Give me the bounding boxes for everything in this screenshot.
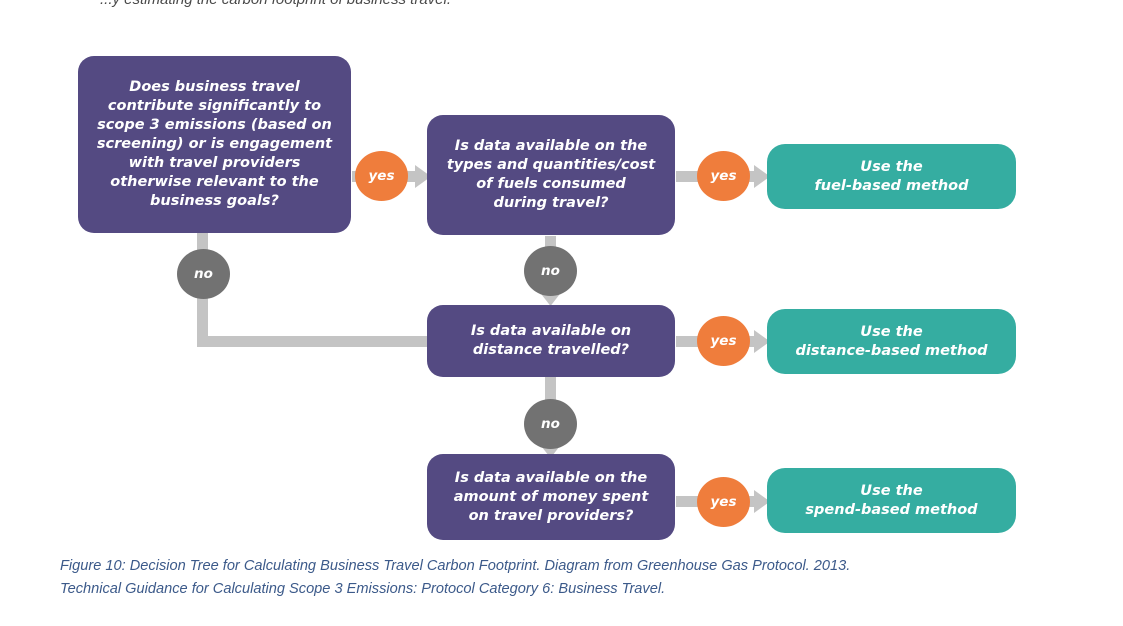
no-badge-q3-label: no [541, 416, 560, 432]
question-significance: Does business travel contribute signific… [78, 56, 351, 233]
method-distance-based: Use the distance-based method [767, 309, 1016, 374]
question-fuel-data-text: Is data available on the types and quant… [446, 138, 656, 211]
yes-badge-q1: yes [355, 151, 408, 201]
figure-caption-line-2: Technical Guidance for Calculating Scope… [60, 581, 666, 597]
connector-q1-across [197, 336, 429, 347]
yes-badge-q2-label: yes [710, 168, 737, 184]
no-badge-q2-label: no [541, 263, 560, 279]
figure-caption: Figure 10: Decision Tree for Calculating… [60, 555, 1060, 601]
figure-caption-line-1: Figure 10: Decision Tree for Calculating… [60, 558, 851, 574]
yes-badge-q4: yes [697, 477, 750, 527]
header-fragment-text: ...y estimating the carbon footprint of … [100, 0, 451, 8]
yes-badge-q1-label: yes [368, 168, 395, 184]
arrowhead-q2-fuel [754, 165, 770, 188]
no-badge-q1: no [177, 249, 230, 299]
no-badge-q1-label: no [194, 266, 213, 282]
method-spend-based: Use the spend-based method [767, 468, 1016, 533]
method-distance-based-text: Use the distance-based method [795, 323, 988, 359]
yes-badge-q3-label: yes [710, 333, 737, 349]
method-spend-based-text: Use the spend-based method [805, 482, 978, 518]
yes-badge-q2: yes [697, 151, 750, 201]
arrowhead-q1-q2 [415, 165, 431, 188]
yes-badge-q4-label: yes [710, 494, 737, 510]
no-badge-q2: no [524, 246, 577, 296]
method-fuel-based: Use the fuel-based method [767, 144, 1016, 209]
yes-badge-q3: yes [697, 316, 750, 366]
arrowhead-q4-spend [754, 490, 770, 513]
arrowhead-q3-distance [754, 330, 770, 353]
question-spend-data: Is data available on the amount of money… [427, 454, 675, 540]
cropped-header-text: ...y estimating the carbon footprint of … [100, 0, 600, 9]
question-distance-data: Is data available on distance travelled? [427, 305, 675, 377]
method-fuel-based-text: Use the fuel-based method [814, 158, 969, 194]
no-badge-q3: no [524, 399, 577, 449]
question-distance-data-text: Is data available on distance travelled? [470, 323, 632, 358]
question-fuel-data: Is data available on the types and quant… [427, 115, 675, 235]
question-significance-text: Does business travel contribute signific… [96, 79, 333, 209]
question-spend-data-text: Is data available on the amount of money… [453, 469, 649, 524]
